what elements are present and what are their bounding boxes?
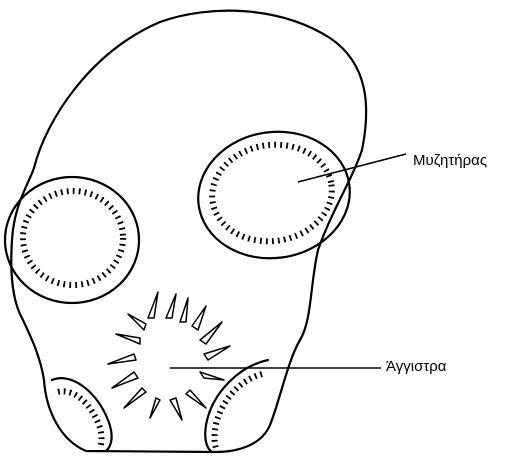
hook — [186, 390, 206, 408]
head-outline — [11, 11, 366, 452]
hook — [116, 334, 140, 344]
hook — [124, 388, 146, 408]
hook — [200, 372, 224, 380]
hook — [200, 322, 222, 344]
hook — [150, 398, 160, 418]
hook — [166, 294, 176, 318]
hook — [180, 298, 188, 322]
hook — [112, 372, 138, 388]
hook — [148, 292, 158, 318]
bottom-right-sucker — [205, 360, 268, 452]
bottom-left-sucker-ring — [58, 391, 102, 448]
left-sucker-ring — [23, 191, 123, 285]
bottom-right-sucker-ring — [215, 374, 263, 448]
hooks-label: Άγγιστρα — [386, 358, 446, 375]
right-sucker-ring — [206, 137, 338, 249]
hooks-crown — [108, 292, 230, 420]
sucker-label: Μυζητήρας — [413, 152, 487, 169]
right-sucker — [190, 122, 358, 268]
bottom-left-sucker — [52, 378, 112, 451]
hook — [204, 346, 230, 360]
hook — [128, 314, 146, 330]
hook — [108, 354, 136, 364]
hook — [192, 306, 206, 330]
hook — [170, 398, 182, 420]
